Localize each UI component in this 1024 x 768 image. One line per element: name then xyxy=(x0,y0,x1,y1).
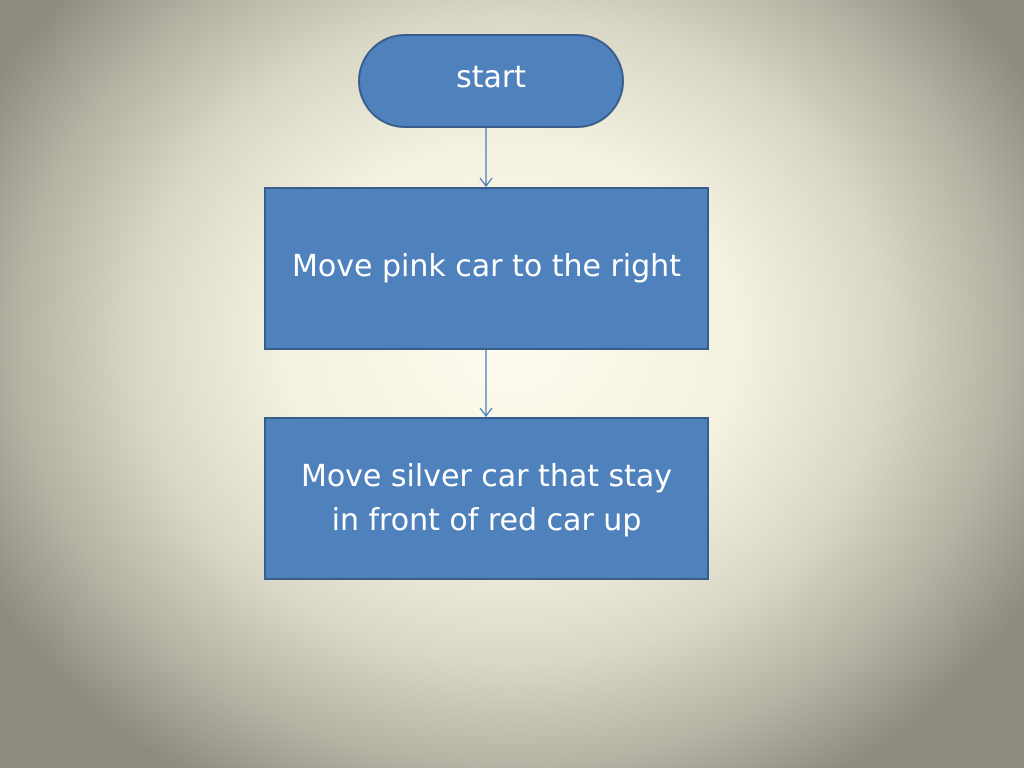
node-move-silver-car[interactable]: Move silver car that stay in front of re… xyxy=(264,417,709,580)
edge-start-to-step1 xyxy=(479,128,493,188)
node-move-pink-car-label: Move pink car to the right xyxy=(292,249,681,284)
edge-step1-to-step2 xyxy=(479,350,493,418)
node-start-label: start xyxy=(456,60,526,95)
node-move-pink-car[interactable]: Move pink car to the right xyxy=(264,187,709,350)
node-move-silver-car-label: Move silver car that stay in front of re… xyxy=(300,458,673,538)
node-start-terminator[interactable]: start xyxy=(358,34,624,128)
arrowhead-icon xyxy=(479,407,493,418)
arrowhead-icon xyxy=(479,177,493,188)
